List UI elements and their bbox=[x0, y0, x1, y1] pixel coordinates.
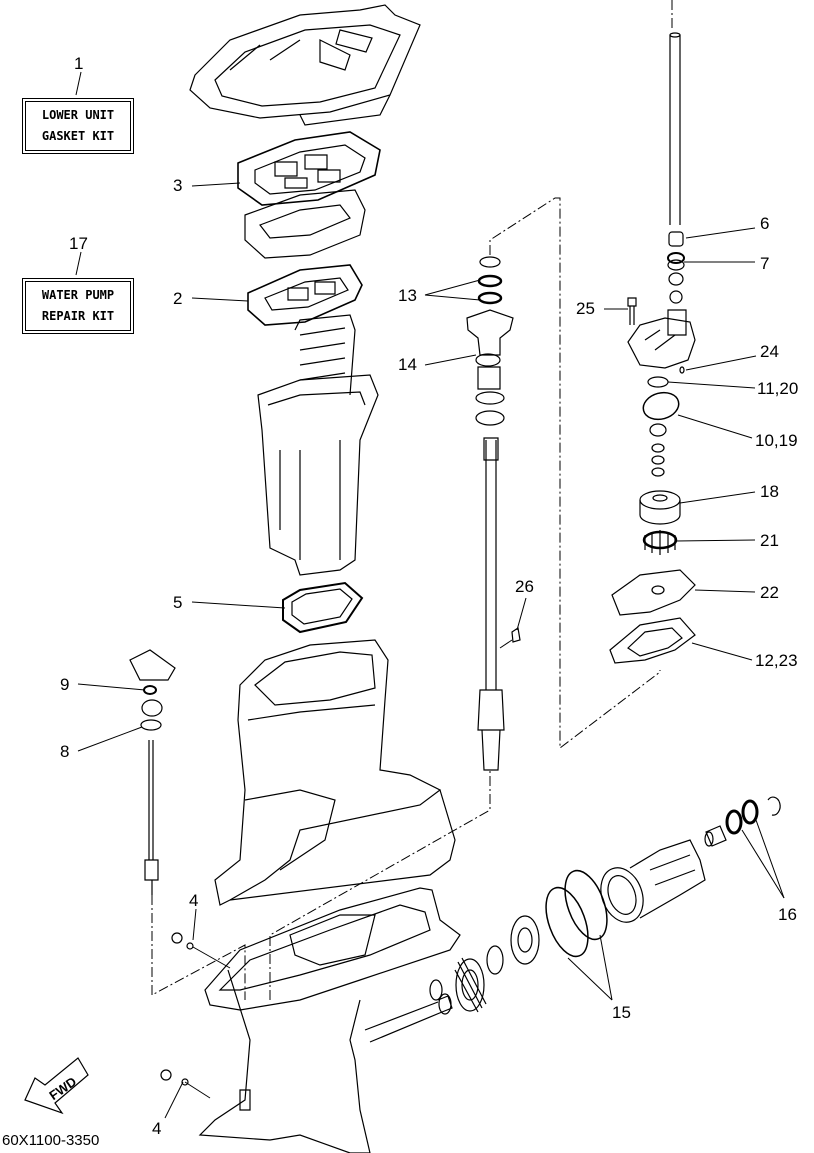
bearing bbox=[511, 916, 539, 964]
needle-bearing bbox=[705, 826, 726, 846]
callout-16: 16 bbox=[778, 905, 797, 924]
callout-21: 21 bbox=[760, 531, 779, 550]
kit-box-lower-unit-gasket: LOWER UNIT GASKET KIT bbox=[22, 98, 134, 154]
outer-plate-22 bbox=[612, 570, 695, 615]
callout-26: 26 bbox=[515, 577, 534, 596]
gasket-3 bbox=[238, 132, 380, 205]
fwd-arrow-icon: FWD bbox=[25, 1058, 88, 1113]
insert-cartridge-18 bbox=[640, 491, 680, 524]
callout-3: 3 bbox=[173, 176, 183, 195]
propeller-shaft-assembly bbox=[365, 916, 539, 1042]
gasket-5 bbox=[283, 583, 362, 632]
callout-5: 5 bbox=[173, 593, 183, 612]
shaft-housing bbox=[594, 840, 705, 928]
callout-10-19: 10,19 bbox=[755, 431, 798, 450]
impeller-21 bbox=[644, 530, 676, 555]
drive-shaft bbox=[478, 438, 504, 770]
callout-12-23: 12,23 bbox=[755, 651, 798, 670]
drive-shaft-housing bbox=[467, 257, 513, 425]
seal-7 bbox=[668, 253, 684, 270]
gasket-2 bbox=[248, 265, 362, 325]
upper-casing-top bbox=[190, 5, 420, 125]
kit-box-water-pump-repair: WATER PUMP REPAIR KIT bbox=[22, 278, 134, 334]
kit-17-line2: REPAIR KIT bbox=[41, 309, 115, 323]
drawing-code: 60X1100-3350 bbox=[2, 1132, 100, 1149]
callout-13: 13 bbox=[398, 286, 417, 305]
callout-1: 1 bbox=[74, 54, 84, 73]
dowel-24 bbox=[680, 367, 684, 373]
callout-2: 2 bbox=[173, 289, 183, 308]
callout-7: 7 bbox=[760, 254, 770, 273]
adapter-plate bbox=[245, 190, 365, 258]
callout-8: 8 bbox=[60, 742, 70, 761]
callout-4-upper: 4 bbox=[189, 891, 199, 910]
upper-casing bbox=[258, 315, 378, 575]
callout-4-lower: 4 bbox=[152, 1119, 162, 1138]
callout-15: 15 bbox=[612, 1003, 631, 1022]
callout-24: 24 bbox=[760, 342, 779, 361]
o-ring-10 bbox=[640, 389, 682, 423]
o-rings-15 bbox=[538, 865, 615, 962]
drain-screws bbox=[161, 933, 193, 1085]
gear-case bbox=[200, 888, 460, 1153]
gasket-12 bbox=[610, 618, 695, 663]
mid-casing bbox=[215, 640, 455, 905]
water-pump-tube bbox=[670, 33, 680, 225]
callout-18: 18 bbox=[760, 482, 779, 501]
pump-housing bbox=[628, 310, 695, 368]
alignment-lines bbox=[152, 0, 672, 1000]
callout-22: 22 bbox=[760, 583, 779, 602]
kit-1-line2: GASKET KIT bbox=[41, 129, 115, 143]
callout-6: 6 bbox=[760, 214, 770, 233]
kit-17-line1: WATER PUMP bbox=[41, 288, 115, 302]
o-ring-11 bbox=[648, 377, 668, 387]
shift-rod-assembly bbox=[130, 650, 175, 895]
callout-25: 25 bbox=[576, 299, 595, 318]
bolt-25 bbox=[628, 298, 636, 325]
grommet-6 bbox=[669, 232, 683, 246]
forward-gear bbox=[455, 958, 486, 1012]
callout-9: 9 bbox=[60, 675, 70, 694]
oil-seals-16 bbox=[727, 797, 780, 833]
pin-26 bbox=[512, 628, 520, 642]
callout-17: 17 bbox=[69, 234, 88, 253]
callout-14: 14 bbox=[398, 355, 417, 374]
kit-1-line1: LOWER UNIT bbox=[41, 108, 115, 122]
leader-lines bbox=[76, 72, 784, 1118]
callout-11-20: 11,20 bbox=[757, 379, 799, 398]
